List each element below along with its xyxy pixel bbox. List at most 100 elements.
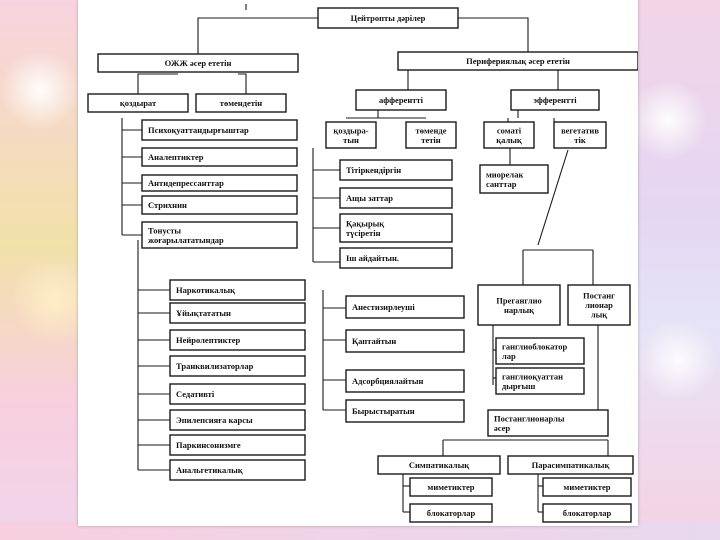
aff-stim-item-1-label: Ащы заттар xyxy=(346,193,393,203)
depr-item-1-label: Ұйықтататын xyxy=(176,308,231,318)
aff-stim-item-0-label: Тітіркендіргін xyxy=(346,165,401,175)
aff-depr-item-0: Анестизирлеуші xyxy=(345,295,465,319)
ganglioblockers-box-frame xyxy=(495,337,585,365)
aff-depr-item-1-frame xyxy=(345,329,465,353)
stim-item-4-label: жоғарылататындар xyxy=(148,235,224,245)
stim-item-1-label: Аналептиктер xyxy=(148,152,204,162)
depr-item-7-frame xyxy=(169,459,306,481)
depr-item-2: Нейролептиктер xyxy=(169,329,306,351)
stim-item-0-frame xyxy=(141,119,298,141)
aff-stim-item-1: Ащы заттар xyxy=(339,187,453,209)
aff-depr-item-2: Адсорбциялайтын xyxy=(345,369,465,393)
postganglionic-box-label: лионар xyxy=(585,300,613,310)
symp-blockers-box: блокаторлар xyxy=(409,503,493,523)
depressing-box: төмендетін xyxy=(195,93,287,113)
afferent-stim-box-label: қоздыра- xyxy=(333,125,368,135)
stim-item-3-frame xyxy=(141,195,298,215)
parasymp-blockers-box-frame xyxy=(542,503,632,523)
symp-mimetics-box: миметиктер xyxy=(409,477,493,497)
depr-item-0-label: Наркотикалық xyxy=(176,285,235,295)
edge-root-to-cns xyxy=(197,17,318,54)
stim-item-2-label: Антидепрессанттар xyxy=(148,178,224,188)
post-effect-box-label: Постанглионарлы xyxy=(494,413,565,423)
aff-depr-item-1: Қаптайтын xyxy=(345,329,465,353)
preganglionic-box-frame xyxy=(477,284,561,326)
stimulating-box-frame xyxy=(87,93,189,113)
root-box-frame xyxy=(317,7,459,29)
aff-stim-item-1-frame xyxy=(339,187,453,209)
postganglionic-box-frame xyxy=(567,284,631,326)
stimulating-box-label: қоздырат xyxy=(120,98,157,108)
parasymp-blockers-box-label: блокаторлар xyxy=(563,508,612,518)
afferent-stim-box-label: тын xyxy=(343,135,359,145)
aff-stim-item-3-label: Іш айдайтын. xyxy=(346,253,399,263)
parasymp-mimetics-box: миметиктер xyxy=(542,477,632,497)
aff-stim-item-2-label: Қақырық xyxy=(346,218,384,228)
depr-item-4: Седативті xyxy=(169,383,306,405)
depr-item-6: Паркинсонизмге xyxy=(169,434,306,456)
aff-depr-item-0-frame xyxy=(345,295,465,319)
post-effect-box-label: әсер xyxy=(494,423,510,433)
depr-item-1-frame xyxy=(169,302,306,324)
peripheral-box-label: Перифериялық әсер ететін xyxy=(466,56,570,66)
root-box: Цейтропты дәрілер xyxy=(317,7,459,29)
aff-depr-item-2-label: Адсорбциялайтын xyxy=(352,376,424,386)
vegetative-box-label: тік xyxy=(574,135,586,145)
cns-box-frame xyxy=(97,53,299,73)
symp-blockers-box-label: блокаторлар xyxy=(427,508,476,518)
depressing-box-frame xyxy=(195,93,287,113)
aff-stim-item-3: Іш айдайтын. xyxy=(339,247,453,269)
symp-mimetics-box-frame xyxy=(409,477,493,497)
parasymp-mimetics-box-frame xyxy=(542,477,632,497)
preganglionic-box-label: нарлық xyxy=(504,305,534,315)
muscle-relax-box-label: санттар xyxy=(486,179,517,189)
parasymp-mimetics-box-label: миметиктер xyxy=(564,482,611,492)
efferent-box: эфферентті xyxy=(510,89,600,111)
edge-peripheral-to-afferent xyxy=(407,69,458,90)
depr-item-3-label: Транквилизаторлар xyxy=(176,361,254,371)
sympathetic-box-frame xyxy=(377,455,501,475)
aff-depr-item-3: Бырыстыратын xyxy=(345,399,465,423)
muscle-relax-box-frame xyxy=(479,164,549,194)
afferent-depr-box-frame xyxy=(405,121,457,149)
parasympathetic-box-label: Парасимпатикалық xyxy=(532,460,610,470)
symp-mimetics-box-label: миметиктер xyxy=(428,482,475,492)
stim-item-4-label: Тонусты xyxy=(148,225,181,235)
aff-depr-item-3-label: Бырыстыратын xyxy=(352,406,415,416)
edge-root-to-peripheral xyxy=(458,17,529,52)
preganglionic-box-label: Преганглио xyxy=(496,295,541,305)
bottom-band xyxy=(0,522,720,540)
stim-item-1-frame xyxy=(141,147,298,167)
aff-stim-item-3-frame xyxy=(339,247,453,269)
left-decoration xyxy=(0,0,78,540)
muscle-relax-box-label: миорелак xyxy=(486,169,523,179)
depr-item-3: Транквилизаторлар xyxy=(169,355,306,377)
stim-item-0: Психоқуаттандырғыштар xyxy=(141,119,298,141)
edge-cns-to-stim xyxy=(137,73,178,94)
afferent-box: афферентті xyxy=(355,89,447,111)
ganglioactivators-box-label: дырғыш xyxy=(502,381,535,391)
afferent-depr-box-label: тетін xyxy=(421,135,440,145)
depr-item-4-label: Седативті xyxy=(176,389,215,399)
stim-item-2-frame xyxy=(141,174,298,192)
aff-stim-item-2-frame xyxy=(339,213,453,243)
aff-stim-item-2-label: түсіретін xyxy=(346,228,381,238)
vegetative-box-label: вегетатив xyxy=(561,125,599,135)
post-effect-box-frame xyxy=(487,409,609,437)
edge-cns-to-depr xyxy=(238,73,247,94)
postganglionic-box-label: Постанг xyxy=(583,291,615,301)
stim-item-4-frame xyxy=(141,221,298,249)
root-box-label: Цейтропты дәрілер xyxy=(351,13,426,23)
depr-item-7-label: Анальгетикалық xyxy=(176,465,243,475)
aff-stim-item-0-frame xyxy=(339,159,453,181)
depr-item-1: Ұйықтататын xyxy=(169,302,306,324)
depressing-box-label: төмендетін xyxy=(220,98,262,108)
stimulating-box: қоздырат xyxy=(87,93,189,113)
somatic-box-frame xyxy=(483,121,535,149)
